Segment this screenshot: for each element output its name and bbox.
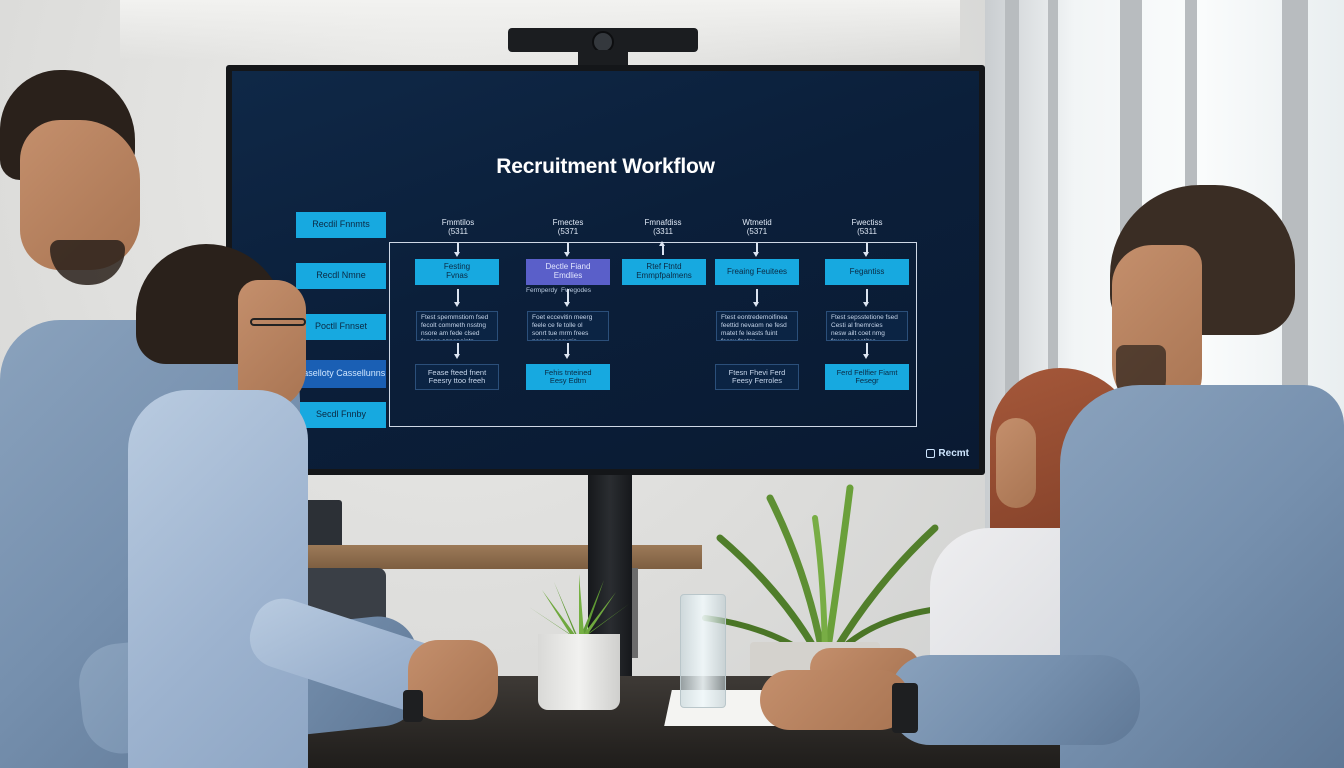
brand-logo: Recmt xyxy=(926,448,969,459)
step-box: Foet eccevitin meerg feele ce fe tolle o… xyxy=(527,311,609,341)
step-box: Ftest spemmstiom fsed fecolt commeth nss… xyxy=(416,311,498,341)
small-succulent-plant xyxy=(529,574,629,640)
arrow-icon xyxy=(564,289,570,307)
side-box: Caselloty Cassellunns xyxy=(296,360,386,388)
water-glass xyxy=(680,594,726,708)
stage-box: Dectle Fiand Emdlies xyxy=(526,259,610,285)
output-box: Fease fteed fnent Feesry ttoo freeh xyxy=(415,364,499,390)
shirt xyxy=(128,390,308,768)
logo-text: Recmt xyxy=(938,448,969,459)
beard xyxy=(50,240,125,285)
output-box: Ftesn Fhevi Ferd Feesy Ferroles xyxy=(715,364,799,390)
side-box: Secdl Fnnby xyxy=(296,402,386,428)
output-box: Fehis tnteined Eesy Edtm xyxy=(526,364,610,390)
arrow-icon xyxy=(659,241,665,255)
arrow-icon xyxy=(564,243,570,257)
window-frame xyxy=(1048,0,1058,420)
face xyxy=(996,418,1036,508)
arrow-icon xyxy=(564,343,570,359)
arrow-icon xyxy=(863,343,869,359)
wristwatch-icon xyxy=(403,690,423,722)
grid-logo-icon xyxy=(926,449,936,458)
wristwatch-icon xyxy=(892,683,918,733)
step-box: Ftest sepsstetione fsed Cesti al fnemrci… xyxy=(826,311,908,341)
arrow-icon xyxy=(454,289,460,307)
arrow-icon xyxy=(753,289,759,307)
arrow-icon xyxy=(863,243,869,257)
arm xyxy=(890,655,1140,745)
person-right xyxy=(760,185,1344,768)
column-head: Fmnafdiss (3311 xyxy=(644,218,682,237)
stage-note: Fermperdy Fwegodes xyxy=(526,287,592,294)
screen-title: Recruitment Workflow xyxy=(496,155,715,178)
glasses-icon xyxy=(250,318,306,326)
stage-box: Freaing Feuitees xyxy=(715,259,799,285)
camera-mount xyxy=(578,50,628,66)
stage-box: Rtef Ftntd Emmpfpalmens xyxy=(622,259,706,285)
step-box: Ftest eontredemoifinea feettid nevaom ne… xyxy=(716,311,798,341)
column-head: Wtmetid (5371 xyxy=(742,218,772,237)
stage-box: Festing Fvnas xyxy=(415,259,499,285)
side-box: Poctll Fnnset xyxy=(296,314,386,340)
side-box: Recdl Nmne xyxy=(296,263,386,289)
arrow-icon xyxy=(863,289,869,307)
column-head: Fwectiss (5311 xyxy=(851,218,883,237)
workflow-frame xyxy=(389,242,917,427)
arrow-icon xyxy=(454,243,460,257)
side-box: Recdil Fnnmts xyxy=(296,212,386,238)
presentation-screen: Recruitment Workflow Recdil Fnnmts Recdl… xyxy=(232,71,979,469)
output-box: Ferd Fellfier Fiamt Fesegr xyxy=(825,364,909,390)
plant-pot xyxy=(538,634,620,710)
column-head: Fmectes (5371 xyxy=(552,218,584,237)
desk-leg xyxy=(630,568,638,658)
hands xyxy=(408,640,498,720)
arrow-icon xyxy=(753,243,759,257)
person-glasses xyxy=(128,240,508,768)
arrow-icon xyxy=(454,343,460,359)
column-head: Fmmtilos (5311 xyxy=(441,218,475,237)
face xyxy=(238,280,306,410)
hand xyxy=(760,670,910,730)
stage-box: Fegantiss xyxy=(825,259,909,285)
back-desk xyxy=(290,545,702,569)
